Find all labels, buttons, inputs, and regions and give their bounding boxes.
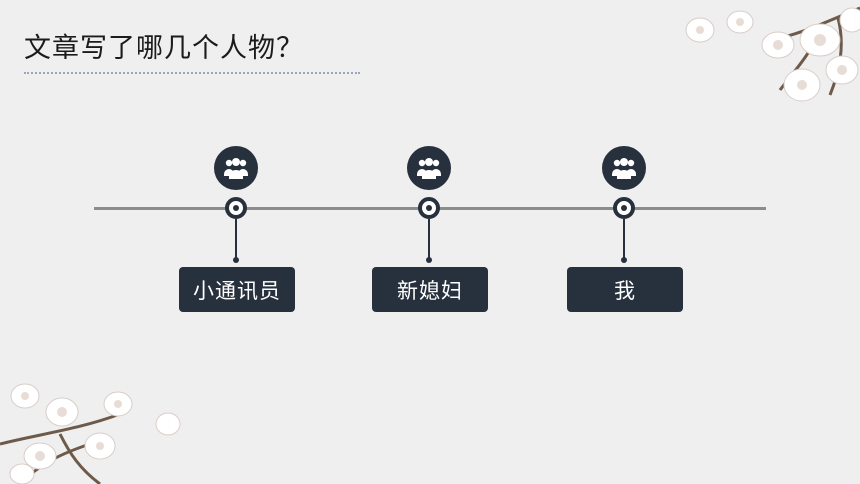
timeline-stem [428, 219, 430, 259]
people-group-icon [407, 146, 451, 190]
people-group-icon [602, 146, 646, 190]
timeline-marker [418, 197, 440, 219]
timeline-stem [623, 219, 625, 259]
timeline-marker [613, 197, 635, 219]
character-label-box: 新媳妇 [372, 267, 488, 312]
timeline-stem-dot [621, 257, 627, 263]
people-group-icon [214, 146, 258, 190]
character-label-box: 我 [567, 267, 683, 312]
timeline-stem-dot [426, 257, 432, 263]
slide-title: 文章写了哪几个人物？ [24, 33, 304, 64]
timeline-marker [225, 197, 247, 219]
timeline-stem-dot [233, 257, 239, 263]
magnolia-flowers-decoration [685, 6, 860, 102]
timeline-stem [235, 219, 237, 259]
character-label-box: 小通讯员 [179, 267, 295, 312]
title-underline [24, 72, 360, 74]
magnolia-flowers-decoration-bottom [0, 383, 181, 484]
